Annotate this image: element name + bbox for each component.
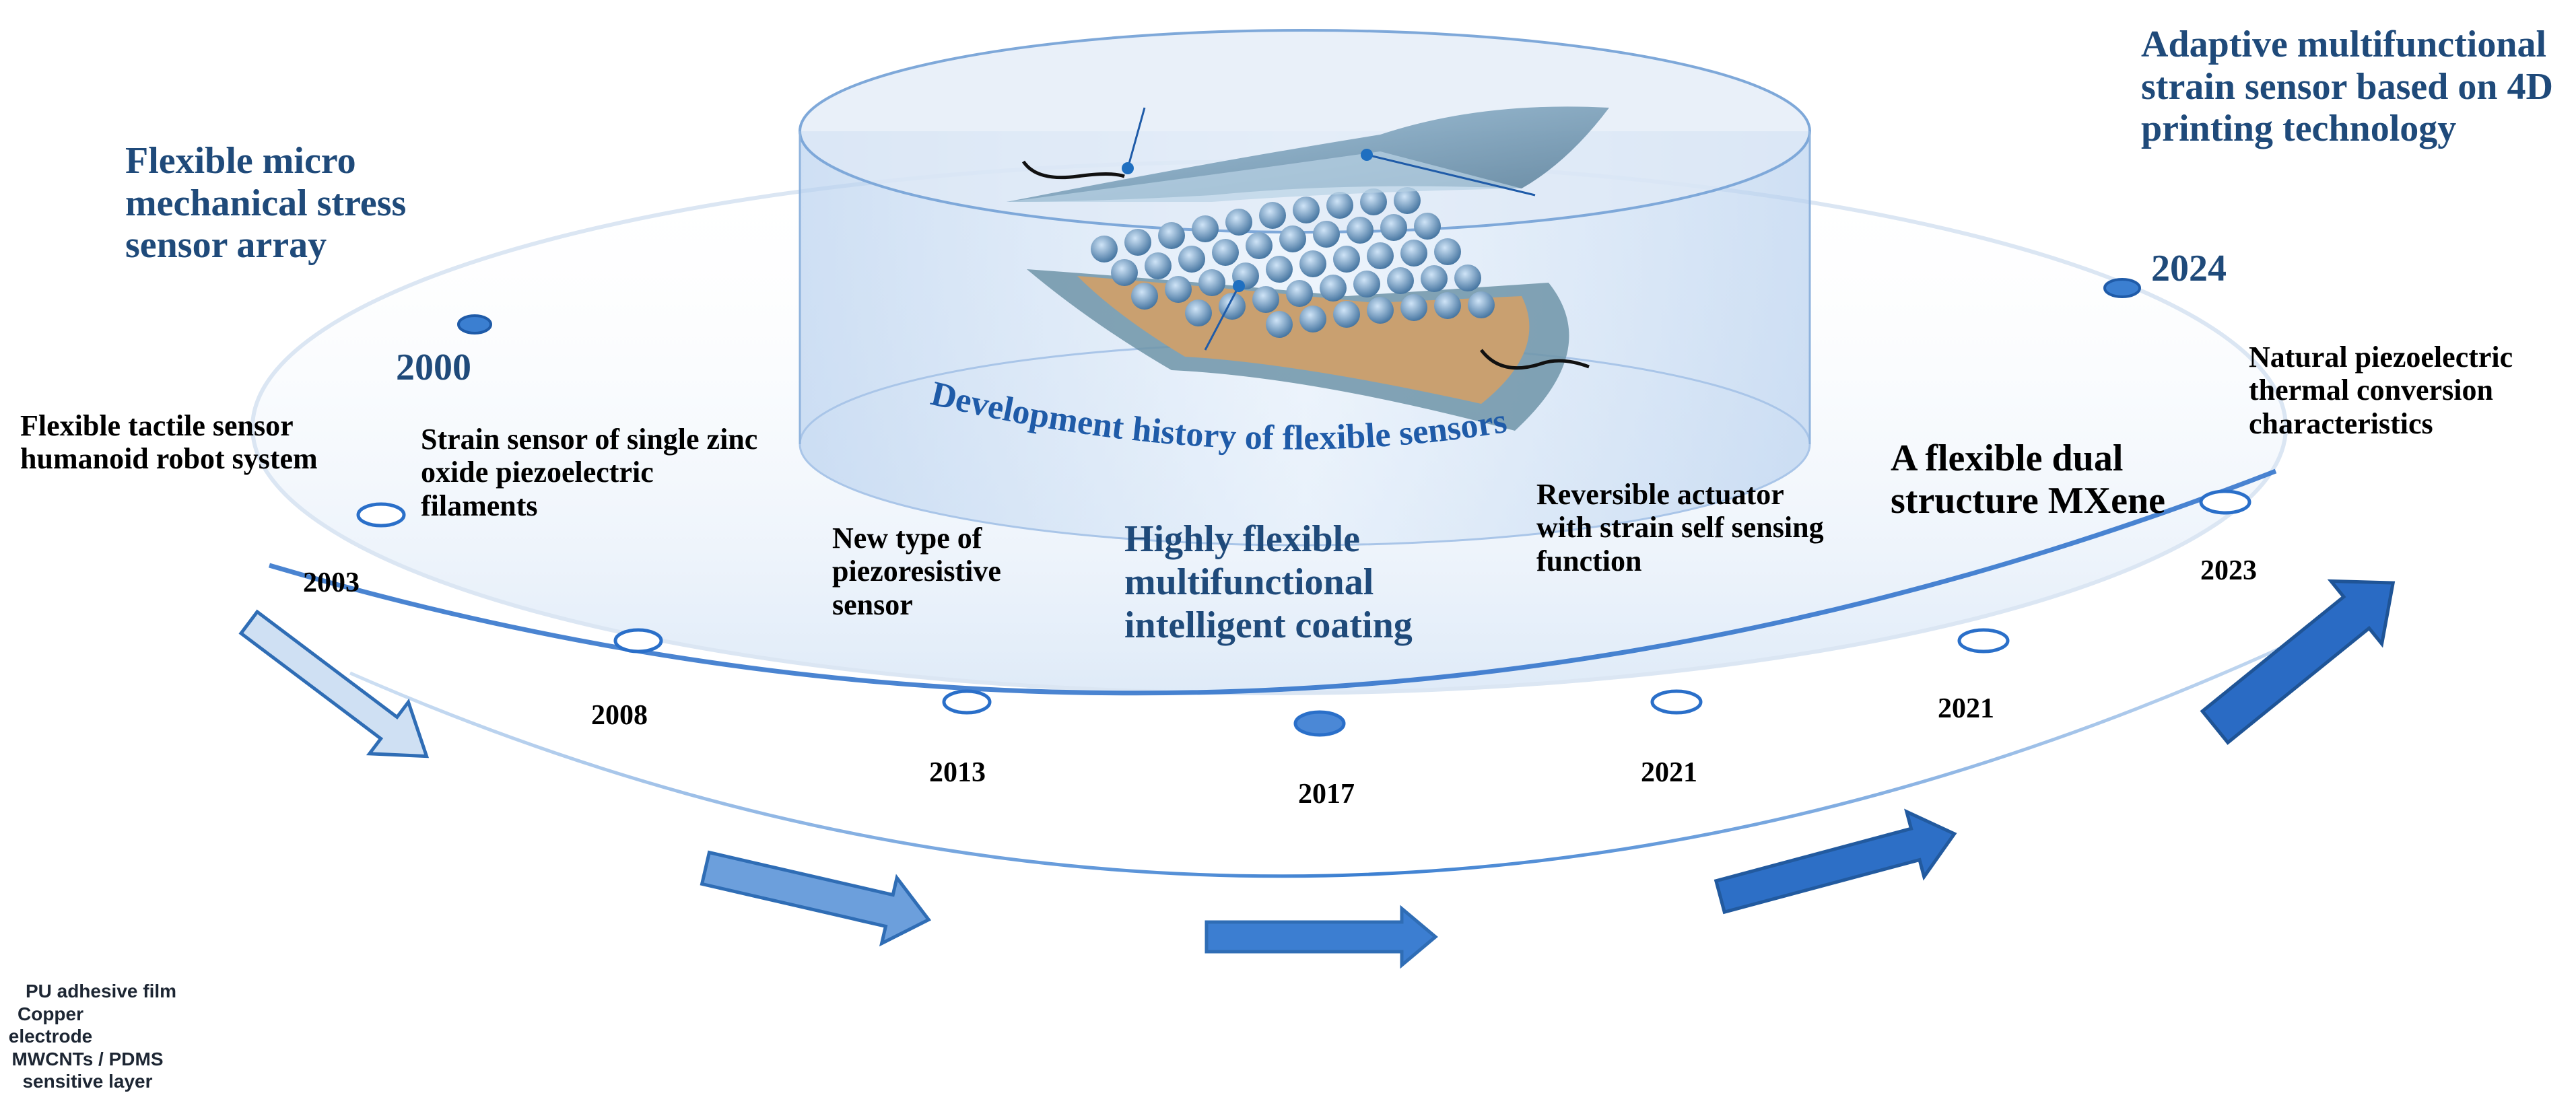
- milestone-text-2021a: Reversible actuator with strain self sen…: [1536, 478, 1824, 577]
- milestone-text-2021b: A flexible dual structure MXene: [1891, 437, 2165, 522]
- milestone-text-2000: Flexible micro mechanical stress sensor …: [125, 140, 407, 267]
- milestone-year-2023: 2023: [2200, 555, 2257, 586]
- marker-2021b: [1957, 628, 2010, 654]
- milestone-year-2013: 2013: [929, 757, 986, 788]
- marker-2013: [942, 689, 992, 715]
- label-pu-film: PU adhesive film: [25, 981, 177, 1001]
- milestone-text-2003: Flexible tactile sensor humanoid robot s…: [20, 409, 318, 476]
- milestone-year-2017: 2017: [1298, 779, 1355, 810]
- diagram-graphics: Development history of flexible sensors: [238, 29, 2396, 969]
- milestone-text-2017: Highly flexible multifunctional intellig…: [1124, 518, 1413, 646]
- marker-2021a: [1650, 689, 1703, 715]
- label-copper-electrode: Copper electrode: [8, 1003, 93, 1047]
- marker-2000: [457, 314, 492, 334]
- milestone-year-2008: 2008: [591, 700, 648, 731]
- milestone-year-2021b: 2021: [1938, 693, 1994, 724]
- lower-path: [349, 604, 2371, 878]
- marker-2017: [1293, 710, 1346, 737]
- arrow-5: [2200, 579, 2396, 745]
- milestone-year-2021a: 2021: [1641, 757, 1697, 788]
- marker-2003: [356, 502, 406, 528]
- milestone-text-2013: New type of piezoresistive sensor: [832, 522, 1001, 621]
- arrow-3: [1205, 905, 1438, 969]
- sensor-illustration: [1007, 106, 1609, 431]
- milestone-year-2024: 2024: [2151, 248, 2227, 289]
- marker-2008: [613, 628, 663, 654]
- marker-2023: [2199, 489, 2251, 515]
- milestone-text-2024: Adaptive multifunctional strain sensor b…: [2141, 24, 2553, 150]
- milestone-year-2000: 2000: [396, 347, 471, 388]
- label-mwcnt-layer: MWCNTs / PDMS sensitive layer: [11, 1048, 164, 1092]
- progress-arrows: [238, 579, 2396, 969]
- milestone-markers: [356, 180, 2251, 737]
- milestone-text-2008: Strain sensor of single zinc oxide piezo…: [421, 423, 758, 522]
- arrow-1: [238, 609, 430, 759]
- milestone-text-2023: Natural piezoelectric thermal conversion…: [2249, 341, 2513, 440]
- marker-2024: [2103, 278, 2141, 298]
- timeline-diagram: Development history of flexible sensors …: [9, 24, 2553, 1092]
- milestone-year-2003: 2003: [303, 567, 360, 598]
- arrow-2: [700, 850, 932, 947]
- arrow-4: [1714, 808, 1957, 915]
